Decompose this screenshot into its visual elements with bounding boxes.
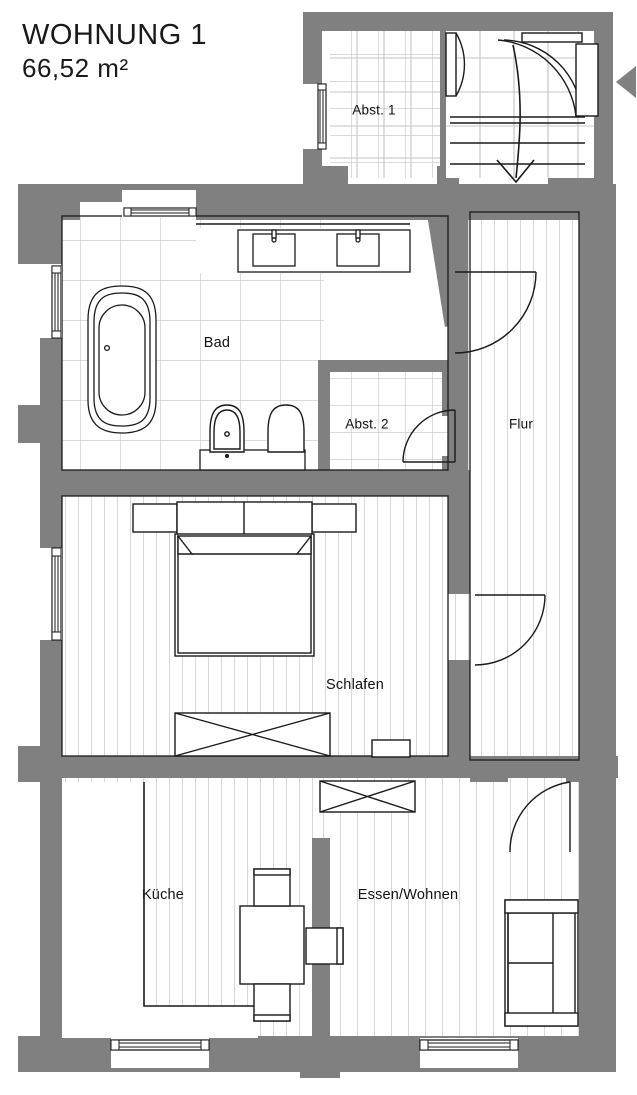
staircase-down bbox=[445, 31, 599, 184]
door-bad-flur bbox=[454, 271, 537, 354]
bathroom-fixtures bbox=[87, 223, 411, 471]
door-flur-essen bbox=[509, 781, 571, 853]
wall-bad-schlafen bbox=[40, 470, 470, 496]
room-label-schlafen: Schlafen bbox=[325, 677, 385, 693]
wall-upper-left-a bbox=[303, 12, 322, 85]
nightstand-left bbox=[132, 503, 178, 533]
bathtub bbox=[87, 285, 157, 434]
wall-flur-schlafen-a bbox=[448, 494, 470, 594]
room-label-flur: Flur bbox=[508, 416, 534, 432]
window-bad-left bbox=[22, 265, 62, 339]
wall-right-a bbox=[579, 202, 616, 772]
kitchen-furniture bbox=[62, 782, 258, 1038]
wall-abst2-left bbox=[318, 360, 330, 486]
wall-upper-top bbox=[303, 12, 613, 31]
room-label-essen: Essen/Wohnen bbox=[357, 887, 459, 903]
window-essen-bottom bbox=[419, 1038, 519, 1068]
wall-abst2-top bbox=[318, 360, 454, 372]
door-flur-schlafen bbox=[474, 594, 546, 666]
room-label-abst1: Abst. 1 bbox=[352, 102, 396, 118]
double-bed bbox=[174, 533, 315, 657]
wall-left-b bbox=[40, 202, 62, 264]
dining-chair-bottom bbox=[253, 983, 291, 1022]
wall-upper-right bbox=[594, 12, 613, 184]
wall-flur-schlafen-b bbox=[448, 660, 470, 770]
wall-abst1-stair bbox=[440, 31, 446, 178]
wall-schlafen-lower bbox=[40, 756, 340, 778]
wardrobe bbox=[174, 712, 331, 757]
wall-left-f bbox=[40, 638, 62, 746]
floor-flur bbox=[466, 212, 579, 768]
wall-bottom-nub bbox=[300, 1056, 340, 1078]
apartment-area: 66,52 m² bbox=[22, 53, 129, 83]
window-kueche-bottom bbox=[110, 1038, 210, 1068]
nightstand-right bbox=[311, 503, 357, 533]
room-label-abst2: Abst. 2 bbox=[345, 416, 389, 432]
bedroom-furniture bbox=[132, 501, 411, 758]
dining-table bbox=[239, 905, 305, 985]
windows bbox=[22, 83, 519, 1068]
faucet-right bbox=[355, 229, 361, 243]
living-furniture bbox=[239, 780, 579, 1027]
niche bbox=[371, 739, 411, 758]
wall-upper-bottom-l bbox=[303, 166, 348, 184]
abst1-detail bbox=[330, 31, 440, 178]
wall-flur-essen-l bbox=[470, 760, 508, 782]
view-direction-marker bbox=[616, 66, 636, 98]
room-label-bad: Bad bbox=[203, 335, 231, 351]
wall-left-h bbox=[40, 746, 62, 1036]
dining-chair-top bbox=[253, 868, 291, 907]
page-title: WOHNUNG 1 66,52 m² bbox=[22, 18, 207, 84]
bidet bbox=[267, 404, 305, 453]
kitchen-counter bbox=[62, 782, 258, 1038]
window-bad-top bbox=[122, 190, 197, 218]
room-label-kueche: Küche bbox=[141, 887, 185, 903]
wardrobe-living bbox=[319, 780, 416, 813]
doors bbox=[402, 271, 571, 853]
wall-bad-flur-ang bbox=[427, 215, 465, 327]
apartment-name: WOHNUNG 1 bbox=[22, 19, 207, 51]
wc-plinth bbox=[199, 449, 306, 471]
stair-down-arrow bbox=[496, 44, 535, 184]
wall-right-b bbox=[579, 772, 616, 1038]
double-vanity bbox=[196, 223, 411, 273]
faucet-left bbox=[271, 229, 277, 243]
floor-abst2 bbox=[324, 366, 448, 486]
floor-abst1 bbox=[330, 30, 440, 178]
dining-chair-right bbox=[305, 927, 344, 965]
wall-flur-essen-r bbox=[566, 760, 616, 782]
window-abst1-left bbox=[299, 83, 327, 150]
toilet bbox=[209, 404, 245, 458]
door-abst2-flur bbox=[402, 409, 456, 463]
wall-abst2-right-b bbox=[442, 456, 454, 486]
window-schlafen-left bbox=[22, 547, 62, 641]
sofa bbox=[504, 899, 579, 1027]
headboard bbox=[176, 501, 313, 537]
wall-main-top-3 bbox=[196, 184, 616, 220]
